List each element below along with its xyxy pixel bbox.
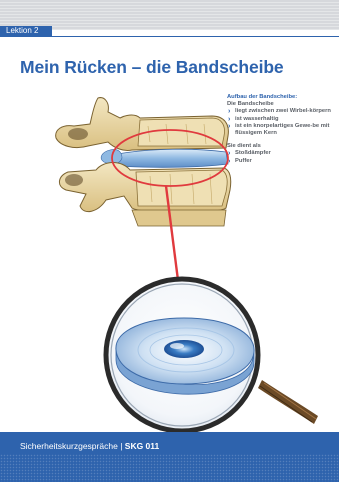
- footer-code: SKG 011: [125, 441, 160, 451]
- footer-separator: |: [120, 441, 122, 451]
- upper-vertebra: [56, 98, 229, 151]
- magnifying-glass: [106, 279, 318, 431]
- footer-caption: Sicherheitskurzgespräche | SKG 011: [20, 441, 159, 452]
- footer-bar: [0, 432, 339, 482]
- footer-series: Sicherheitskurzgespräche: [20, 441, 118, 451]
- footer-texture: [0, 454, 339, 482]
- lower-vertebra: [59, 163, 230, 227]
